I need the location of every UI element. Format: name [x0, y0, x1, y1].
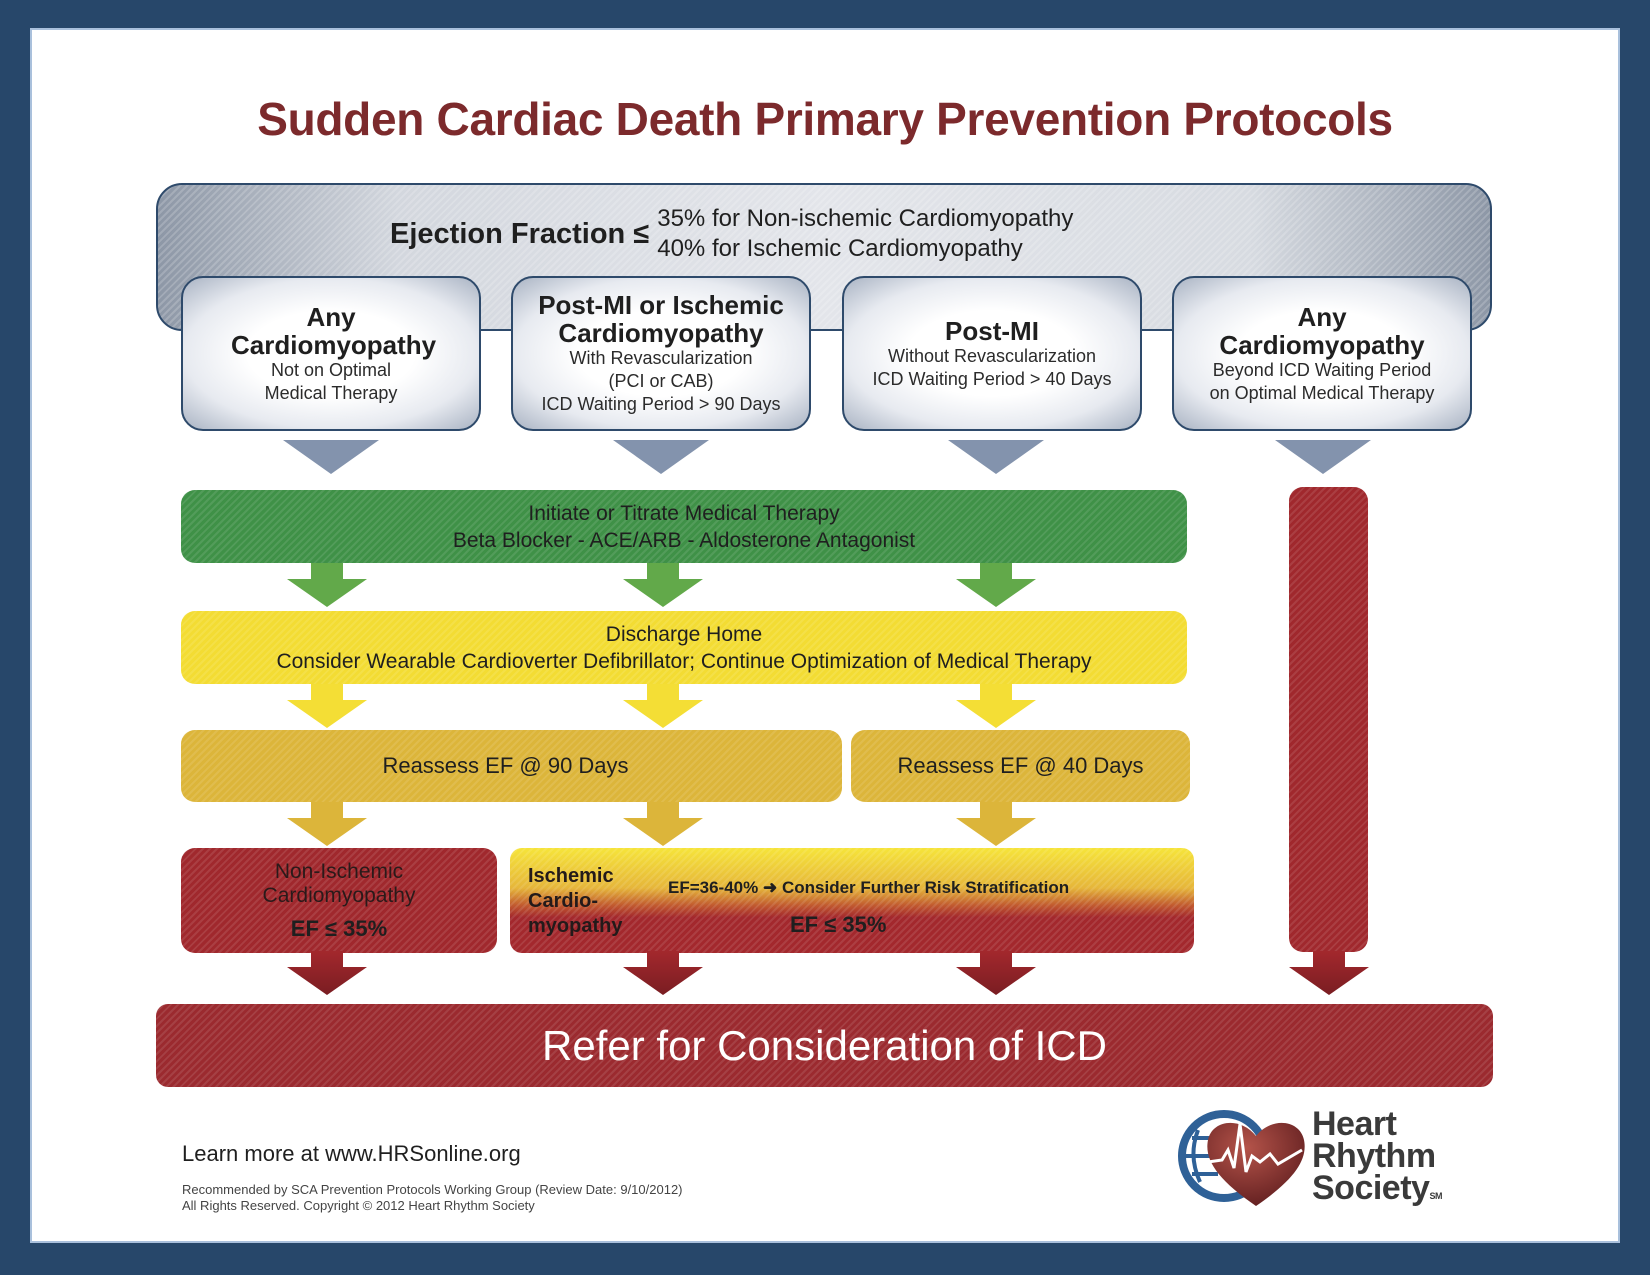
- category-heading: Post-MI or Ischemic Cardiomyopathy: [538, 290, 784, 348]
- service-mark: SM: [1429, 1191, 1442, 1201]
- category-any-cardiomyopathy-not-optimal: Any Cardiomyopathy Not on Optimal Medica…: [181, 276, 481, 431]
- direct-referral-path: [1289, 487, 1368, 952]
- ischemic-ef: EF ≤ 35%: [790, 912, 887, 937]
- arrow-down-icon: [1275, 440, 1371, 474]
- ejection-fraction-criteria: Ejection Fraction ≤ 35% for Non-ischemic…: [390, 204, 1073, 264]
- category-detail: With Revascularization: [569, 348, 753, 368]
- reassess-90-label: Reassess EF @ 90 Days: [382, 753, 629, 778]
- category-detail: (PCI or CAB): [608, 371, 714, 391]
- page-title: Sudden Cardiac Death Primary Prevention …: [257, 93, 1393, 145]
- arrow-down-icon: [623, 684, 703, 728]
- reassess-90-days: Reassess EF @ 90 Days: [181, 730, 842, 802]
- ef-range: EF=36-40%: [668, 878, 759, 897]
- ef-non-ischemic: 35% for Non-ischemic Cardiomyopathy: [657, 205, 1074, 232]
- category-detail: Medical Therapy: [264, 382, 398, 403]
- logo-wordmark: Heart Rhythm SocietySM: [1312, 1105, 1442, 1207]
- category-heading: Any Cardiomyopathy: [1219, 301, 1425, 360]
- arrow-down-icon: [1289, 951, 1369, 995]
- category-detail: ICD Waiting Period > 90 Days: [541, 394, 781, 414]
- arrow-down-icon: [287, 563, 367, 607]
- arrow-down-icon: [623, 563, 703, 607]
- arrow-down-icon: [956, 684, 1036, 728]
- arrow-down-icon: [956, 563, 1036, 607]
- ischemic-criteria: Ischemic Cardio- myopathy EF=36-40% ➜ Co…: [510, 848, 1194, 953]
- risk-stratification-text: Consider Further Risk Stratification: [781, 878, 1070, 897]
- arrow-down-icon: [956, 951, 1036, 995]
- category-post-mi-no-revascularization: Post-MI Without Revascularization ICD Wa…: [842, 276, 1142, 431]
- reassess-40-label: Reassess EF @ 40 Days: [897, 753, 1144, 778]
- arrow-down-icon: [283, 440, 379, 474]
- risk-stratification-note: EF=36-40% ➜ Consider Further Risk Strati…: [668, 878, 1069, 898]
- refer-icd-outcome: Refer for Consideration of ICD: [156, 1004, 1493, 1087]
- non-ischemic-label: Cardiomyopathy: [262, 883, 416, 907]
- non-ischemic-criteria: Non-Ischemic Cardiomyopathy EF ≤ 35%: [181, 848, 497, 953]
- arrow-down-icon: [287, 684, 367, 728]
- recommendation-note: Recommended by SCA Prevention Protocols …: [182, 1182, 683, 1197]
- arrow-right-icon: ➜: [762, 878, 778, 897]
- medical-therapy-drugs: Beta Blocker - ACE/ARB - Aldosterone Ant…: [452, 528, 916, 552]
- arrow-down-icon: [623, 802, 703, 846]
- non-ischemic-ef: EF ≤ 35%: [290, 915, 388, 941]
- learn-more-link[interactable]: Learn more at www.HRSonline.org: [182, 1141, 521, 1166]
- medical-therapy-title: Initiate or Titrate Medical Therapy: [528, 501, 840, 525]
- category-any-cardiomyopathy-beyond-waiting: Any Cardiomyopathy Beyond ICD Waiting Pe…: [1172, 276, 1472, 431]
- category-heading: Any Cardiomyopathy: [231, 301, 437, 360]
- category-heading: Post-MI: [945, 315, 1039, 346]
- copyright-note: All Rights Reserved. Copyright © 2012 He…: [182, 1198, 535, 1213]
- category-detail: on Optimal Medical Therapy: [1209, 382, 1435, 403]
- reassess-40-days: Reassess EF @ 40 Days: [851, 730, 1190, 802]
- discharge-title: Discharge Home: [605, 622, 763, 646]
- arrow-down-icon: [287, 951, 367, 995]
- category-post-mi-revascularization: Post-MI or Ischemic Cardiomyopathy With …: [511, 276, 811, 431]
- category-detail: Without Revascularization: [887, 345, 1097, 366]
- discharge-step: Discharge Home Consider Wearable Cardiov…: [181, 611, 1187, 684]
- ejection-fraction-label: Ejection Fraction ≤: [390, 217, 650, 250]
- arrow-down-icon: [613, 440, 709, 474]
- arrow-down-icon: [956, 802, 1036, 846]
- category-detail: ICD Waiting Period > 40 Days: [872, 368, 1112, 389]
- ischemic-label: Ischemic Cardio- myopathy: [528, 865, 623, 937]
- ef-ischemic: 40% for Ischemic Cardiomyopathy: [657, 235, 1023, 262]
- arrow-down-icon: [623, 951, 703, 995]
- non-ischemic-label: Non-Ischemic: [274, 859, 404, 883]
- arrow-down-icon: [287, 802, 367, 846]
- category-detail: Beyond ICD Waiting Period: [1212, 359, 1432, 380]
- category-detail: Not on Optimal: [270, 359, 392, 380]
- medical-therapy-step: Initiate or Titrate Medical Therapy Beta…: [181, 490, 1187, 563]
- heart-rhythm-logo-icon: [1178, 1110, 1305, 1206]
- arrow-down-icon: [948, 440, 1044, 474]
- discharge-detail: Consider Wearable Cardioverter Defibrill…: [276, 649, 1092, 673]
